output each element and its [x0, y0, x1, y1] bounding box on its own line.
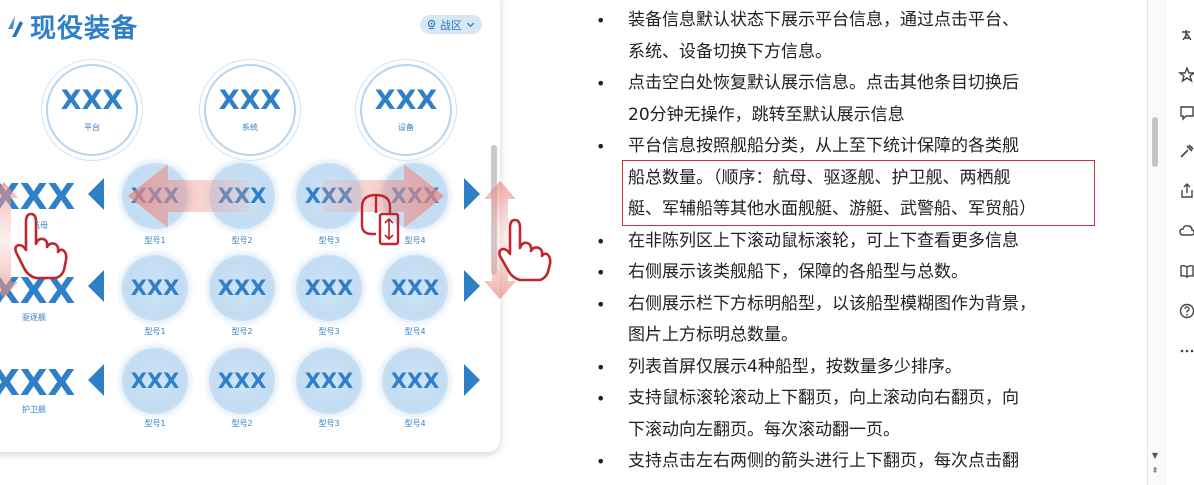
stat-platform[interactable]: XXX 平台 — [46, 64, 138, 156]
ship-type-label: 型号1 — [144, 327, 166, 336]
ship-type-label: 型号2 — [231, 327, 253, 336]
bullet-line: 图片上方标明总数量。 — [628, 325, 798, 345]
ship-type-card[interactable]: XXX — [122, 255, 188, 321]
ship-type-card[interactable]: XXX — [209, 163, 275, 229]
scroll-down-icon[interactable]: ▼ — [1151, 451, 1159, 460]
arrow-right-icon[interactable] — [464, 270, 480, 302]
bullet-line: 下滚动向左翻页。每次滚动翻一页。 — [628, 419, 900, 440]
bullet-item: 在非陈列区上下滚动鼠标滚轮，可上下查看更多信息 — [596, 226, 1076, 258]
ship-type-card[interactable]: XXX — [209, 348, 275, 414]
stat-equipment[interactable]: XXX 设备 — [360, 64, 452, 156]
ship-type-card[interactable]: XXX — [382, 163, 448, 229]
zone-button-label: 战区 — [440, 18, 462, 32]
ship-type-card[interactable]: XXX — [122, 348, 188, 414]
logo-icon — [8, 15, 23, 37]
arrow-right-icon[interactable] — [464, 178, 480, 210]
bullet-line: 在非陈列区上下滚动鼠标滚轮，可上下查看更多信息 — [628, 230, 1019, 251]
ship-type-label: 型号2 — [231, 236, 253, 245]
ship-type-label: 型号3 — [318, 327, 340, 336]
bullet-line: 平台信息按照舰船分类，从上至下统计保障的各类舰 — [628, 136, 1019, 156]
ship-type-label: 型号4 — [404, 236, 426, 245]
ship-type-card[interactable]: XXX — [382, 348, 448, 414]
bullet-item: 平台信息按照舰船分类，从上至下统计保障的各类舰船总数量。（顺序：航母、驱逐舰、护… — [596, 131, 1076, 226]
ship-type-card[interactable]: XXX — [296, 255, 362, 321]
highlight-box — [622, 160, 1095, 226]
bullet-line: 系统、设备切换下方信息。 — [628, 41, 832, 62]
panel-scrollbar[interactable] — [491, 145, 497, 275]
location-pin-icon — [427, 19, 436, 30]
arrow-left-icon[interactable] — [88, 178, 104, 210]
zone-dropdown-button[interactable]: 战区 — [420, 15, 482, 34]
bullet-line: 装备信息默认状态下展示平台信息，通过点击平台、 — [628, 10, 1019, 30]
bullet-line: 船总数量。（顺序：航母、驱逐舰、护卫舰、两栖舰 — [628, 167, 1011, 188]
stat-label: 系统 — [242, 123, 258, 132]
stat-value: XXX — [60, 85, 124, 116]
arrow-left-icon[interactable] — [88, 364, 104, 396]
bullet-line: 右侧展示该类舰船下，保障的各船型与总数。 — [628, 262, 968, 282]
tools-icon[interactable] — [1178, 142, 1194, 160]
ship-type-label: 型号4 — [404, 419, 426, 428]
bullet-item: 点击空白处恢复默认展示信息。点击其他条目切换后 20分钟无操作，跳转至默认展示信息 — [596, 68, 1076, 131]
comment-icon[interactable] — [1178, 104, 1194, 122]
ship-type-label: 型号3 — [318, 236, 340, 245]
star-icon[interactable] — [1177, 66, 1194, 84]
share-icon[interactable] — [1178, 182, 1194, 200]
translate-icon[interactable] — [1178, 28, 1194, 46]
ship-type-card[interactable]: XXX — [122, 163, 188, 229]
equipment-panel: 现役装备 战区 XXX 平台 XXX 系统 XXX 设备 XXX 航母 XXX … — [0, 0, 500, 452]
bullet-item: 右侧展示栏下方标明船型，以该船型模糊图作为背景， 图片上方标明总数量。 — [596, 289, 1076, 352]
panel-title: 现役装备 — [30, 14, 139, 44]
bullet-item: 列表首屏仅展示4种船型，按数量多少排序。 — [596, 352, 1076, 384]
cloud-icon[interactable] — [1178, 222, 1194, 240]
stat-label: 设备 — [398, 123, 414, 132]
bullet-line: 支持鼠标滚轮滚动上下翻页，向上滚动向右翻页，向 — [628, 388, 1019, 408]
bullet-item: 装备信息默认状态下展示平台信息，通过点击平台、系统、设备切换下方信息。 — [596, 5, 1076, 68]
category-name: 护卫舰 — [22, 405, 46, 414]
bullet-line: 列表首屏仅展示4种船型，按数量多少排序。 — [628, 356, 962, 377]
ship-type-label: 型号3 — [318, 419, 340, 428]
panel-header: 现役装备 — [4, 8, 138, 45]
category-name: 驱逐舰 — [22, 313, 46, 322]
bullet-line: 右侧展示栏下方标明船型，以该船型模糊图作为背景， — [628, 293, 1036, 314]
ship-type-card[interactable]: XXX — [382, 255, 448, 321]
ship-type-label: 型号1 — [144, 419, 166, 428]
requirements-bullet-list: 装备信息默认状态下展示平台信息，通过点击平台、系统、设备切换下方信息。点击空白处… — [596, 5, 1076, 478]
ship-type-label: 型号2 — [231, 419, 253, 428]
arrow-left-icon[interactable] — [88, 270, 104, 302]
chevron-down-icon — [466, 22, 475, 28]
more-icon[interactable] — [1178, 342, 1194, 360]
document-scrollbar[interactable] — [1147, 0, 1163, 485]
ship-type-card[interactable]: XXX — [296, 163, 362, 229]
category-total[interactable]: XXX — [0, 177, 76, 218]
bullet-line: 20分钟无操作，跳转至默认展示信息 — [628, 104, 905, 125]
ship-type-card[interactable]: XXX — [296, 348, 362, 414]
stat-system[interactable]: XXX 系统 — [204, 64, 296, 156]
stat-value: XXX — [218, 85, 282, 116]
book-icon[interactable] — [1178, 262, 1194, 280]
ship-type-label: 型号4 — [404, 327, 426, 336]
category-total[interactable]: XXX — [0, 271, 76, 312]
bullet-line: 支持点击左右两侧的箭头进行上下翻页，每次点击翻 — [628, 451, 1019, 471]
bullet-line: 点击空白处恢复默认展示信息。点击其他条目切换后 — [628, 73, 1019, 93]
hand-cursor-icon — [498, 218, 552, 282]
ship-type-card[interactable]: XXX — [209, 255, 275, 321]
bullet-line: 艇、军辅船等其他水面舰艇、游艇、武警船、军贸船） — [628, 199, 1036, 219]
help-icon[interactable] — [1178, 302, 1194, 320]
stat-value: XXX — [374, 85, 438, 116]
page-jump-icon[interactable]: ⇞ — [1151, 466, 1159, 475]
arrow-right-icon[interactable] — [464, 364, 480, 396]
stat-label: 平台 — [84, 123, 100, 132]
side-toolbar — [1164, 0, 1194, 485]
document-scroll-thumb[interactable] — [1152, 117, 1158, 167]
bullet-item: 右侧展示该类舰船下，保障的各船型与总数。 — [596, 257, 1076, 289]
bullet-item: 支持点击左右两侧的箭头进行上下翻页，每次点击翻 — [596, 446, 1076, 478]
category-name: 航母 — [32, 221, 48, 230]
category-total[interactable]: XXX — [0, 363, 76, 404]
ship-type-label: 型号1 — [144, 236, 166, 245]
